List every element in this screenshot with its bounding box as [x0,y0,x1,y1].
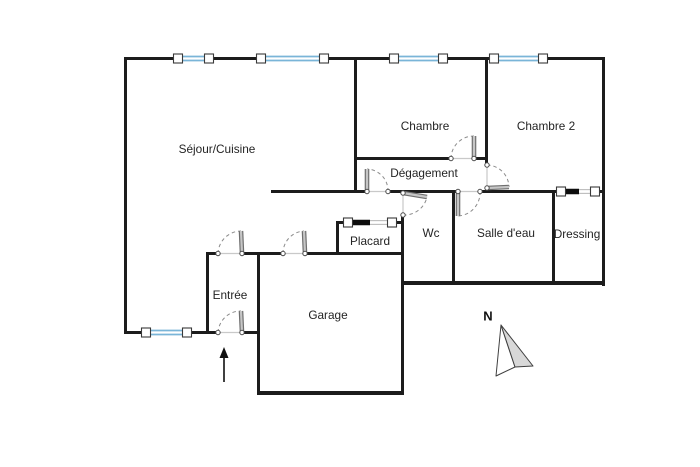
door-leaf-fill [486,185,510,190]
wall-segment [206,331,218,334]
window-mask [494,54,543,63]
wall-segment [401,281,605,285]
window-frame [255,53,267,64]
door-entree-exterieur [239,329,245,336]
wall-segment [598,190,605,193]
wall-segment [394,221,404,224]
door-garage [302,250,308,257]
door-degagement [364,188,370,195]
room-label-garage: Garage [308,308,348,322]
wall-segment [485,57,488,165]
door-wc [400,212,406,218]
sliding-door-panel [564,188,579,195]
room-label-wc: Wc [422,226,439,240]
door-garage [280,250,286,257]
wall-segment [206,252,218,255]
sliding-door-dressing [555,186,567,197]
door-leaf-fill [239,310,244,333]
sliding-door-panel [351,219,370,226]
room-label-chambre: Chambre [401,119,450,133]
room-label-degagement: Dégagement [390,166,458,180]
sliding-door-dressing [589,186,601,197]
door-chambre-2 [484,185,490,191]
door-swing-arc [450,135,475,159]
door-swing-arc [217,310,242,333]
door-swing-arc [217,230,242,254]
door-degagement [385,188,391,195]
wall-segment [305,252,404,255]
wall-segment [124,57,605,60]
window-frame [172,53,184,64]
wall-segment [257,252,260,395]
window-chambre [437,53,449,64]
wall-segment [354,57,357,193]
door-swing-arc [366,168,389,192]
wall-segment [552,192,555,284]
door-swing-arc [402,196,428,216]
door-swing-arc [457,191,481,217]
door-salle-deau [455,188,461,195]
door-leaf-fill [239,230,244,254]
room-label-placard: Placard [350,234,390,248]
wall-segment [480,190,558,193]
room-label-salle-deau: Salle d'eau [477,226,535,240]
door-salle-deau [477,188,483,195]
compass-north-label: N [483,309,492,324]
door-swing-arc [486,164,510,188]
door-chambre-2 [484,162,490,168]
room-label-sejour-cuisine: Séjour/Cuisine [179,142,256,156]
wall-segment [452,192,455,284]
room-label-entree: Entrée [213,288,248,302]
window-sejour-1 [203,53,215,64]
door-swing-arc [282,230,305,254]
room-label-dressing: Dressing [554,227,601,241]
door-chambre [448,155,454,162]
wall-segment [257,391,404,395]
window-sejour-2 [318,53,330,64]
door-entree-sejour [215,250,221,257]
wall-segment [354,157,451,160]
door-leaf-fill [402,191,428,199]
window-mask [394,54,443,63]
window-chambre-2 [537,53,549,64]
wall-segment [124,57,127,334]
wall-segment [336,221,346,224]
sliding-door-placard [386,217,398,228]
door-leaf-fill [302,230,307,254]
wall-segment [240,252,283,255]
wall-segment [242,331,259,334]
window-mask [146,328,187,337]
entrance-arrow-head [219,347,229,358]
door-entree-sejour [239,250,245,257]
door-chambre [471,155,477,162]
door-wc [400,190,406,196]
sliding-door-placard [342,217,354,228]
wall-segment [602,57,605,286]
door-entree-exterieur [215,329,221,336]
window-frame [388,53,400,64]
window-mask [178,54,209,63]
window-mask [261,54,324,63]
window-sejour-sud [181,327,193,338]
wall-segment [336,221,339,254]
wall-segment [271,190,366,193]
wall-segment [206,252,209,334]
room-label-chambre-2: Chambre 2 [517,119,575,133]
compass-needle-shaded [500,324,534,368]
window-frame [140,327,152,338]
wall-segment [401,215,404,395]
wall-segment [474,157,488,160]
window-frame [488,53,500,64]
wall-segment [388,190,458,193]
